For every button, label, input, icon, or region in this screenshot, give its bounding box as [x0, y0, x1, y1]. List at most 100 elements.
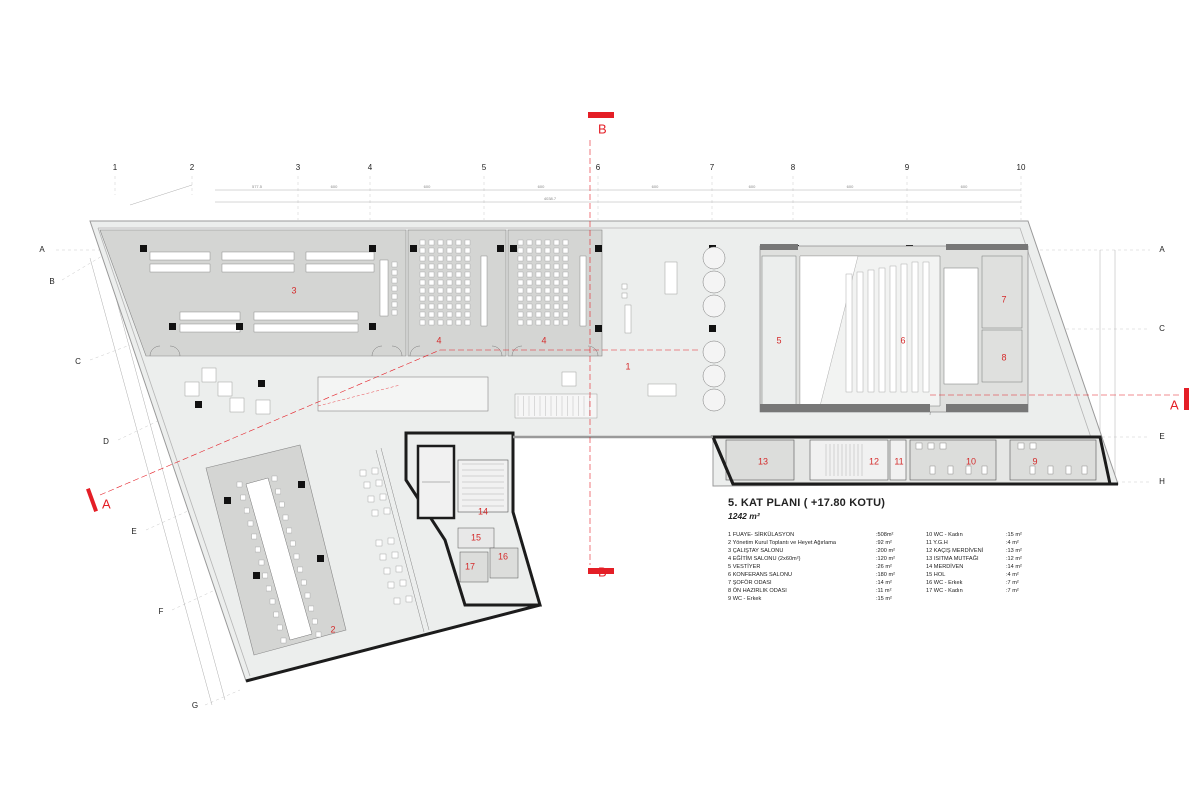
room-label: 7: [1001, 294, 1006, 304]
room-7-sofor: [981, 255, 1023, 329]
room-label: 1: [625, 361, 630, 371]
planters: [702, 246, 726, 412]
conference-walls: [760, 244, 1028, 412]
grid-col-label: 10: [1017, 163, 1026, 172]
light-well: [317, 376, 489, 412]
grid-col-label: 7: [710, 163, 715, 172]
grid-col-label: 5: [482, 163, 487, 172]
grid-row-label: A: [39, 245, 45, 254]
grid-row-label: D: [103, 437, 109, 446]
escape-stair-treads: [825, 444, 863, 476]
room-label: 8: [1001, 352, 1006, 362]
legend-row: 7 ŞOFÖR ODASI:14 m²: [728, 580, 892, 586]
svg-text:600: 600: [331, 184, 338, 189]
room-6-stage: [943, 267, 979, 385]
room-label: 4: [541, 335, 546, 345]
section-a-left-label: A: [102, 496, 111, 511]
stair-treads: [517, 396, 590, 416]
grid-col-label: 6: [596, 163, 601, 172]
grid-row-label: G: [192, 701, 198, 710]
stair-14-treads: [462, 463, 504, 507]
section-markers: [86, 112, 1189, 574]
room-17-wc-kadin: [459, 551, 489, 583]
room-label: 10: [966, 456, 976, 466]
svg-text:600: 600: [424, 184, 431, 189]
svg-text:600: 600: [961, 184, 968, 189]
room-4b-seating: [517, 239, 569, 326]
legend-row: 3 ÇALIŞTAY SALONU:200 m²: [728, 548, 895, 554]
legend-row: 2 Yönetim Kurul Toplantı ve Heyet Ağırla…: [728, 540, 892, 546]
room-label: 5: [776, 335, 781, 345]
room-label: 4: [436, 335, 441, 345]
foyer-furniture: [184, 261, 678, 415]
plan-title: 5. KAT PLANI ( +17.80 KOTU): [728, 497, 886, 509]
room-15-hol: [457, 527, 495, 549]
room-5-vestiyer: [761, 255, 797, 407]
wc-fixtures: [915, 442, 1088, 475]
room-label: 14: [478, 506, 488, 516]
stair-foyer: [514, 393, 598, 419]
room-label: 6: [900, 335, 905, 345]
room-8-hazirlik: [981, 329, 1023, 383]
grid-row-label: C: [75, 357, 81, 366]
room-2-chairs: [236, 475, 322, 644]
plan-legend: 5. KAT PLANI ( +17.80 KOTU) 1242 m² 1 FU…: [728, 497, 1022, 603]
room-4b-whiteboard: [579, 255, 587, 327]
legend-row: 14 MERDİVEN:14 m²: [926, 564, 1022, 570]
svg-text:600: 600: [652, 184, 659, 189]
room-label: 17: [465, 561, 475, 571]
legend-row: 12 KAÇIŞ MERDİVENİ:13 m²: [926, 548, 1022, 554]
section-b-top-label: B: [598, 121, 607, 136]
room-13-mutfak: [725, 439, 795, 481]
grid-col-label: 8: [791, 163, 796, 172]
section-lines: [99, 140, 1180, 565]
grid-axes: [56, 176, 1150, 706]
room-label: 13: [758, 456, 768, 466]
room-12-kacis: [809, 439, 889, 481]
grid-col-label: 2: [190, 163, 195, 172]
section-b-bottom-label: B: [598, 564, 607, 579]
legend-row: 16 WC - Erkek:7 m²: [926, 580, 1019, 586]
legend-row: 8 ÖN HAZIRLIK ODASI:11 m²: [728, 588, 892, 594]
room-label: 12: [869, 456, 879, 466]
room-4a-seating: [419, 239, 471, 326]
legend-column-right: 10 WC - Kadın:15 m² 11 Y.G.H:4 m² 12 KAÇ…: [926, 531, 1036, 603]
room-label: 15: [471, 532, 481, 542]
legend-row: 4 EĞİTİM SALONU (2x60m²):120 m²: [728, 556, 895, 562]
bold-walls: [245, 431, 1118, 683]
grid-row-label: E: [131, 527, 136, 536]
grid-row-label: E: [1159, 432, 1164, 441]
room-label: 2: [330, 624, 335, 634]
legend-row: 17 WC - Kadın:7 m²: [926, 588, 1019, 594]
plan-total-area: 1242 m²: [728, 511, 760, 521]
room-label: 3: [291, 285, 296, 295]
grid-col-label: 9: [905, 163, 910, 172]
grid-row-labels-right: A C E H: [1159, 245, 1165, 486]
legend-row: 6 KONFERANS SALONU:180 m²: [728, 572, 895, 578]
room-16-wc-erkek: [489, 547, 519, 579]
curtain-wall-left: [97, 227, 251, 677]
svg-text:4038.7: 4038.7: [544, 196, 557, 201]
room-6-seat-rows: [845, 261, 930, 393]
legend-row: 11 Y.G.H:4 m²: [926, 540, 1019, 546]
legend-row: 1 FUAYE- SİRKÜLASYON:508m²: [728, 532, 894, 538]
grid-col-label: 1: [113, 163, 118, 172]
legend-row: 5 VESTİYER:26 m²: [728, 564, 892, 570]
room-numbers: 1 2 3 4 4 5 6 7 8 9 10 11 12 13 14 15 16…: [291, 285, 1037, 634]
svg-text:600: 600: [749, 184, 756, 189]
room-9-wc-erkek: [1009, 439, 1097, 481]
curtain-wall: [98, 227, 1105, 477]
svg-text:577.5: 577.5: [252, 184, 263, 189]
legend-row: 15 HOL:4 m²: [926, 572, 1019, 578]
grid-column-labels: 1 2 3 4 5 6 7 8 9 10: [113, 163, 1026, 172]
room-11-ygh: [889, 439, 907, 481]
section-a-right-label: A: [1170, 397, 1179, 412]
grid-row-label: F: [159, 607, 164, 616]
room-label: 16: [498, 551, 508, 561]
legend-row: 9 WC - Erkek:15 m²: [728, 596, 892, 602]
legend-row: 13 ISITMA MUTFAĞI:12 m²: [926, 556, 1022, 562]
grid-row-label: A: [1159, 245, 1165, 254]
grid-row-label: C: [1159, 324, 1165, 333]
legend-column-left: 1 FUAYE- SİRKÜLASYON:508m² 2 Yönetim Kur…: [728, 531, 926, 603]
